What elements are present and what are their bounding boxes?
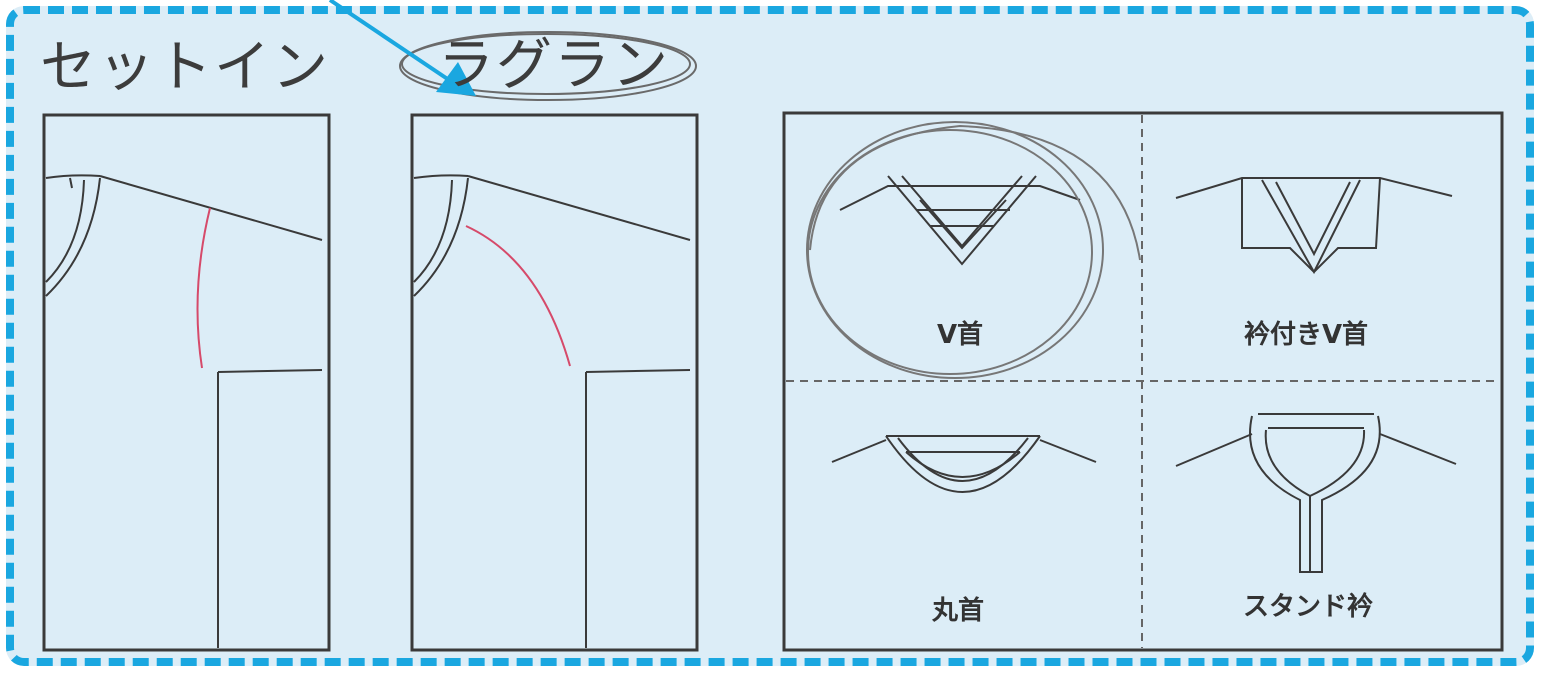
v-neck-drawing <box>806 121 1141 379</box>
raglan-sleeve-drawing <box>410 113 699 652</box>
setin-seam-line <box>196 207 211 369</box>
raglan-seam-line <box>465 225 571 367</box>
stand-collar-label: スタンド衿 <box>1242 592 1374 622</box>
collared-v-neck-drawing <box>1175 177 1453 275</box>
neckline-grid <box>782 111 1504 652</box>
v-neck-label: V首 <box>936 320 984 350</box>
raglan-highlight-circle <box>399 31 697 101</box>
pointer-arrow-icon <box>328 0 476 96</box>
round-neck-drawing <box>831 435 1097 493</box>
setin-sleeve-drawing <box>42 113 331 652</box>
raglan-label: ラグラン <box>438 33 670 98</box>
collared-v-neck-label: 衿付きV首 <box>1243 320 1369 350</box>
round-neck-label: 丸首 <box>931 596 985 626</box>
setin-label: セットイン <box>40 35 330 100</box>
stand-collar-drawing <box>1175 413 1457 573</box>
